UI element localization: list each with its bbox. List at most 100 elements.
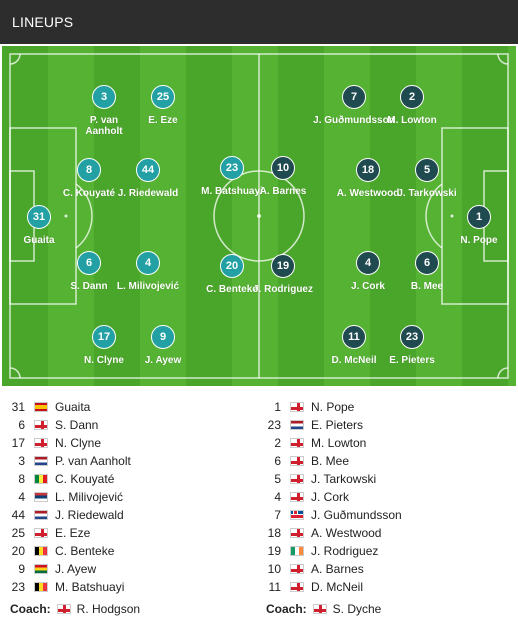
- eng-flag-icon: [312, 604, 327, 614]
- lineup-row[interactable]: 6 B. Mee: [262, 452, 512, 470]
- player-name: C. Benteke: [206, 284, 258, 295]
- player-name-link[interactable]: E. Pieters: [311, 418, 364, 432]
- player-name-link[interactable]: J. Guðmundsson: [311, 508, 402, 522]
- bel-flag-icon: [34, 546, 48, 556]
- player-name: A. Barnes: [259, 186, 307, 197]
- player-name-link[interactable]: N. Pope: [311, 400, 355, 414]
- player-name-link[interactable]: S. Dann: [55, 418, 99, 432]
- player-name-link[interactable]: J. Rodriguez: [311, 544, 379, 558]
- pitch: 31 Guaita 3 P. van Aanholt 8 C. Kouyaté …: [2, 46, 516, 386]
- player-name: N. Clyne: [83, 355, 124, 366]
- player-name-link[interactable]: D. McNeil: [311, 580, 364, 594]
- player-name-link[interactable]: Guaita: [55, 400, 91, 414]
- lineups-title: LINEUPS: [12, 14, 74, 30]
- player-name-link[interactable]: A. Westwood: [311, 526, 382, 540]
- ned-flag-icon: [34, 456, 48, 466]
- player-number: 10: [271, 156, 295, 180]
- player-name: S. Dann: [70, 281, 108, 292]
- player-number: 1: [274, 400, 281, 414]
- player-name-link[interactable]: P. van Aanholt: [55, 454, 131, 468]
- pitch-markings: [9, 53, 509, 379]
- player-name: J. Ayew: [144, 355, 182, 366]
- ned-flag-icon: [34, 510, 48, 520]
- player-number: 25: [151, 85, 175, 109]
- lineup-row[interactable]: 10 A. Barnes: [262, 560, 512, 578]
- player-number: 31: [27, 205, 51, 229]
- player-number: 4: [18, 490, 25, 504]
- player-name: J. Cork: [351, 281, 385, 292]
- player-name-link[interactable]: M. Lowton: [311, 436, 367, 450]
- player-number: 20: [220, 254, 244, 278]
- lineup-row[interactable]: 3 P. van Aanholt: [6, 452, 256, 470]
- player-number: 6: [274, 454, 281, 468]
- player-name-link[interactable]: C. Kouyaté: [55, 472, 115, 486]
- eng-flag-icon: [290, 474, 304, 484]
- player-name: J. Guðmundsson: [313, 115, 395, 126]
- player-number: 3: [92, 85, 116, 109]
- player-number: 23: [220, 156, 244, 180]
- lineup-row[interactable]: 8 C. Kouyaté: [6, 470, 256, 488]
- player-name-link[interactable]: B. Mee: [311, 454, 350, 468]
- irl-flag-icon: [290, 546, 304, 556]
- eng-flag-icon: [290, 438, 304, 448]
- player-name-link[interactable]: J. Riedewald: [55, 508, 124, 522]
- player-name-link[interactable]: M. Batshuayi: [55, 580, 125, 594]
- player-number: 3: [18, 454, 25, 468]
- player-name-link[interactable]: E. Eze: [55, 526, 91, 540]
- player-number: 8: [18, 472, 25, 486]
- player-name: L. Milivojević: [116, 281, 180, 292]
- player-number: 10: [267, 562, 281, 576]
- player-name: Guaita: [23, 235, 55, 246]
- player-name-link[interactable]: J. Cork: [311, 490, 350, 504]
- coach-name[interactable]: R. Hodgson: [76, 602, 141, 616]
- eng-flag-icon: [34, 420, 48, 430]
- lineups-header: LINEUPS: [0, 0, 518, 44]
- lineup-row[interactable]: 1 N. Pope: [262, 398, 512, 416]
- lineup-row[interactable]: 4 L. Milivojević: [6, 488, 256, 506]
- lineup-row[interactable]: 6 S. Dann: [6, 416, 256, 434]
- eng-flag-icon: [34, 438, 48, 448]
- coach-name[interactable]: S. Dyche: [332, 602, 382, 616]
- lineup-row[interactable]: 23 E. Pieters: [262, 416, 512, 434]
- lineup-row[interactable]: 2 M. Lowton: [262, 434, 512, 452]
- player-name: J. Tarkowski: [397, 188, 457, 199]
- player-number: 6: [18, 418, 25, 432]
- player-name-link[interactable]: N. Clyne: [55, 436, 102, 450]
- player-name-link[interactable]: A. Barnes: [311, 562, 364, 576]
- gha-flag-icon: [34, 564, 48, 574]
- player-number: 2: [274, 436, 281, 450]
- player-number: 2: [400, 85, 424, 109]
- player-name: P. van Aanholt: [85, 115, 123, 137]
- sen-flag-icon: [34, 474, 48, 484]
- player-name-link[interactable]: L. Milivojević: [55, 490, 124, 504]
- isl-flag-icon: [290, 510, 304, 520]
- lineup-row[interactable]: 7 J. Guðmundsson: [262, 506, 512, 524]
- player-name-link[interactable]: J. Ayew: [55, 562, 97, 576]
- player-name: E. Pieters: [389, 355, 435, 366]
- player-name-link[interactable]: C. Benteke: [55, 544, 115, 558]
- player-name: E. Eze: [148, 115, 178, 126]
- eng-flag-icon: [34, 528, 48, 538]
- player-number: 20: [11, 544, 25, 558]
- player-number: 7: [274, 508, 281, 522]
- player-number: 23: [267, 418, 281, 432]
- eng-flag-icon: [290, 402, 304, 412]
- player-name-link[interactable]: J. Tarkowski: [311, 472, 377, 486]
- player-number: 11: [342, 325, 366, 349]
- lineup-row[interactable]: 20 C. Benteke: [6, 542, 256, 560]
- player-name: M. Batshuayi: [201, 186, 263, 197]
- coach-row: Coach:S. Dyche: [262, 598, 512, 620]
